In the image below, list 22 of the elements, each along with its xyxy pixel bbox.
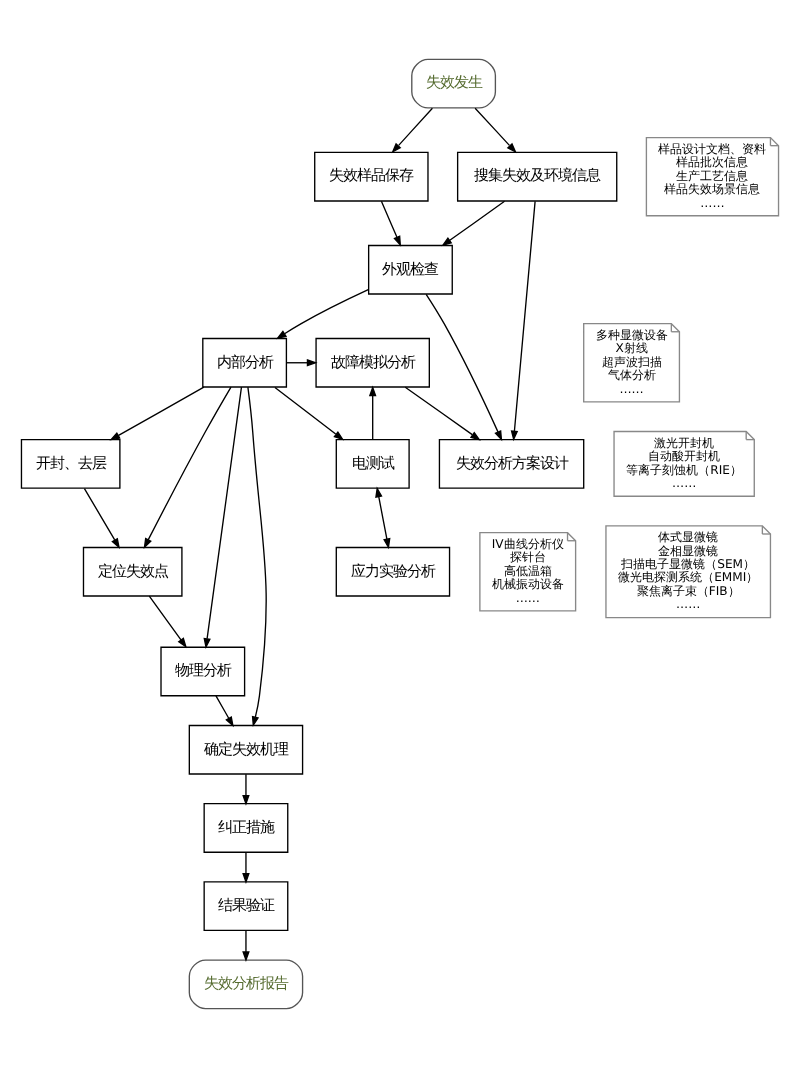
arrow	[83, 486, 120, 548]
arrow	[474, 106, 517, 153]
arrow	[109, 385, 205, 440]
arrow	[441, 199, 506, 246]
arrow	[148, 594, 187, 648]
arrow	[404, 385, 481, 440]
arrow	[242, 772, 250, 805]
arrow	[247, 385, 267, 727]
arrow	[143, 385, 232, 548]
arrow	[215, 694, 234, 727]
arrow	[391, 106, 434, 153]
arrow	[510, 199, 536, 441]
arrow	[274, 385, 345, 440]
arrow	[242, 850, 250, 883]
arrow	[203, 385, 243, 648]
arrow	[275, 288, 369, 339]
arrow	[375, 485, 391, 549]
arrow	[242, 928, 250, 962]
arrow	[368, 384, 377, 440]
arrow	[425, 292, 503, 441]
arrow	[380, 199, 402, 246]
arrow	[285, 357, 318, 366]
